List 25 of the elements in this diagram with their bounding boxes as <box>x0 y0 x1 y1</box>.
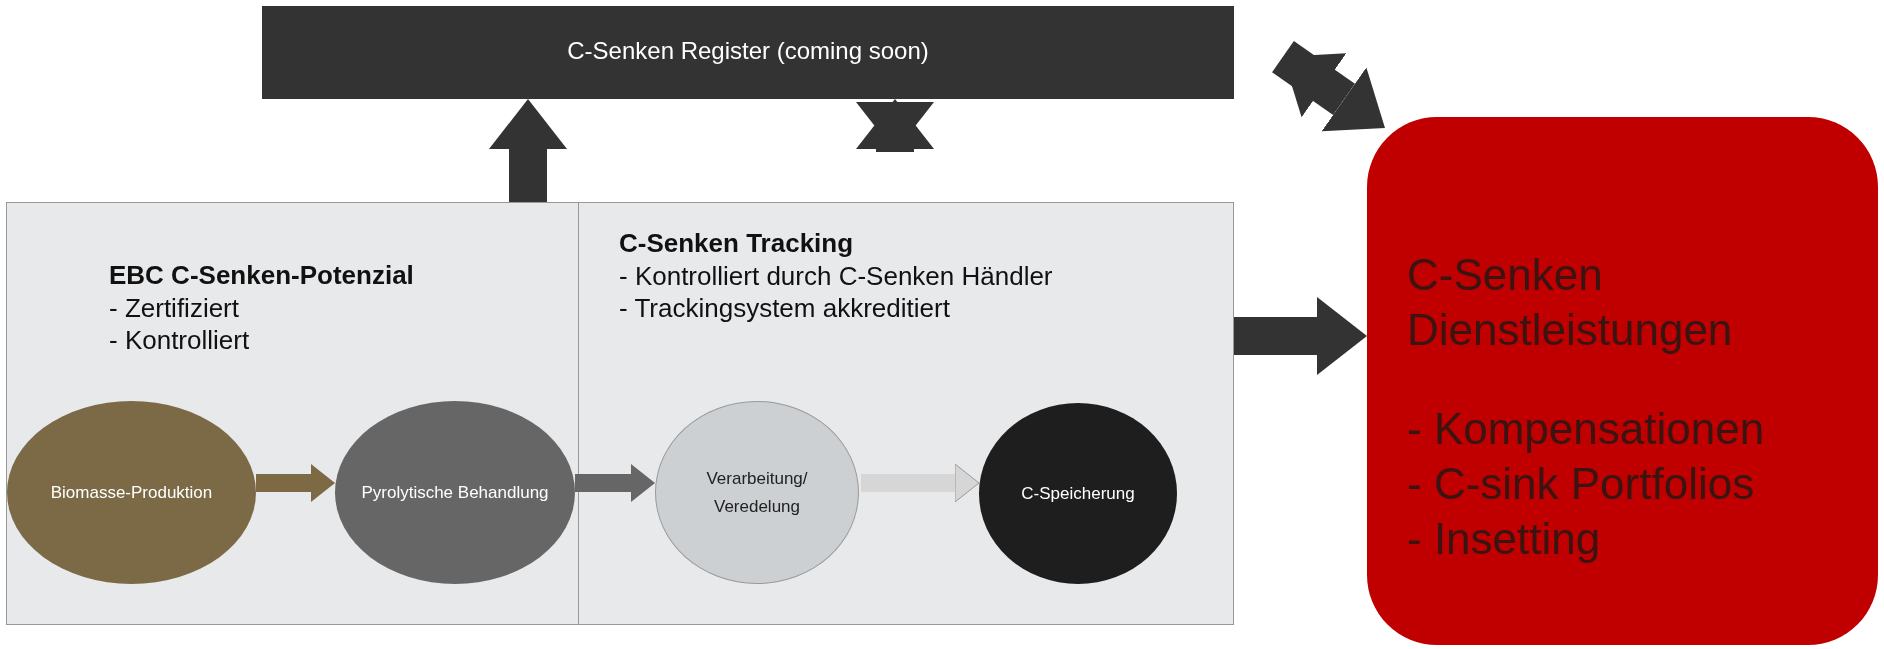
block-arrow <box>1234 297 1367 375</box>
bullet-text: - Insetting <box>1407 513 1601 565</box>
service-box <box>1367 117 1878 645</box>
bullet-text: - Trackingsystem akkreditiert <box>619 292 950 325</box>
block-arrow <box>1272 41 1385 132</box>
bullet-text: - C-sink Portfolios <box>1407 458 1755 510</box>
block-arrow <box>861 463 980 503</box>
block-arrow <box>856 99 934 152</box>
bullet-text: - Kompensationen <box>1407 403 1765 455</box>
bullet-text: - Kontrolliert durch C-Senken Händler <box>619 259 1053 292</box>
block-arrow <box>489 99 567 202</box>
ellipse-label: Pyrolytische Behandlung <box>361 481 549 504</box>
block-arrow <box>256 464 335 502</box>
box-label: C-Senken Register (coming soon) <box>567 36 929 66</box>
ellipse-label: Biomasse-Produktion <box>50 481 213 504</box>
block-arrow <box>575 464 655 502</box>
ellipse-label: C-Speicherung <box>1021 482 1135 505</box>
ellipse-label: Verarbeitung/ Veredelung <box>705 468 809 518</box>
register-box <box>262 6 1234 99</box>
panel-heading: C-Senken Tracking <box>619 227 854 260</box>
panel <box>578 202 1234 625</box>
panel-heading: EBC C-Senken-Potenzial <box>109 259 414 292</box>
bullet-text: - Zertifiziert <box>109 291 239 324</box>
bullet-text: - Kontrolliert <box>109 324 250 357</box>
panel <box>6 202 579 625</box>
